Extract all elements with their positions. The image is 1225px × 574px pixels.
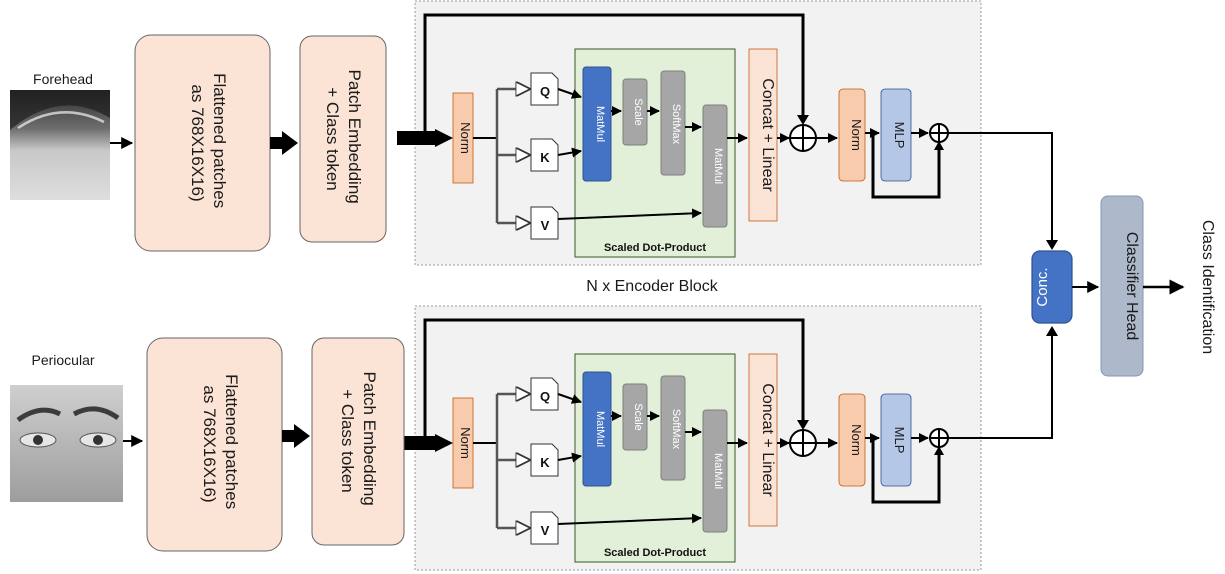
matmul-label-1: MatMul (594, 106, 606, 142)
matmul-label-2: MatMul (712, 453, 724, 489)
norm-label: Norm (458, 122, 473, 154)
flatten-label-top: Flattened patches as 768X16X16) (188, 73, 229, 213)
sdp-caption: Scaled Dot-Product (604, 547, 706, 559)
norm2-label: Norm (849, 424, 864, 456)
flatten-label-bottom: Flattened patches as 768X16X16) (200, 374, 241, 514)
input-label-forehead: Forehead (33, 71, 93, 87)
softmax-label: SoftMax (670, 409, 682, 450)
mlp-label: MLP (892, 122, 907, 149)
sdp-caption: Scaled Dot-Product (604, 242, 706, 254)
flatten-box-bottom (146, 337, 283, 552)
input-label-periocular: Periocular (31, 352, 94, 368)
embed-label-bottom: Patch Embedding + Class token (338, 372, 379, 511)
mlp-label: MLP (892, 427, 907, 454)
norm2-label: Norm (849, 119, 864, 151)
conc-label: Conc. (1034, 267, 1051, 306)
embed-label-top: Patch Embedding + Class token (323, 70, 364, 209)
scale-label: Scale (632, 98, 644, 126)
forehead-photo (10, 90, 110, 200)
classifier-head-label: Classifier Head (1123, 232, 1140, 340)
q-label: Q (540, 84, 550, 99)
embed-box-top (299, 35, 387, 243)
v-label: V (541, 218, 550, 233)
encoder-labels-top: Norm Q K V MatMul Scale SoftMax MatMul S… (458, 78, 907, 254)
concat-label: Concat + Linear (759, 78, 776, 192)
matmul-label-1: MatMul (594, 411, 606, 447)
v-label: V (541, 523, 550, 538)
k-label: K (540, 455, 550, 470)
concat-label: Concat + Linear (759, 383, 776, 497)
norm-label: Norm (458, 427, 473, 459)
periocular-photo (10, 385, 123, 502)
embed-box-bottom (311, 337, 405, 546)
encoder-labels-bottom: Norm Q K V MatMul Scale SoftMax MatMul S… (458, 383, 907, 559)
encoder-caption: N x Encoder Block (586, 278, 719, 295)
softmax-label: SoftMax (670, 104, 682, 145)
k-label: K (540, 150, 550, 165)
q-label: Q (540, 389, 550, 404)
matmul-label-2: MatMul (712, 148, 724, 184)
scale-label: Scale (632, 403, 644, 431)
output-label: Class Identification (1199, 220, 1216, 354)
